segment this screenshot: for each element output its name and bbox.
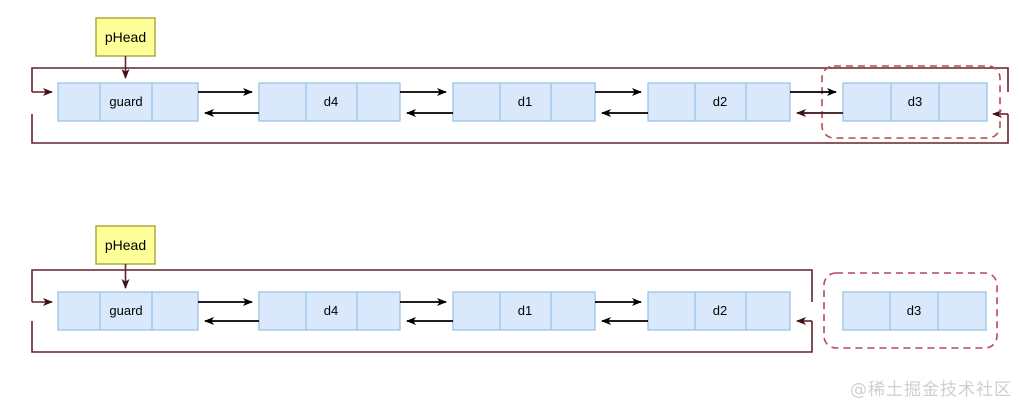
node-d2-before: d2	[647, 82, 791, 122]
watermark-label: @稀土掘金技术社区	[850, 380, 1012, 400]
phead-box-after: pHead	[95, 225, 156, 265]
loop-wires-after	[31, 269, 813, 353]
node-label-d4-before: d4	[324, 94, 338, 109]
links-before	[198, 88, 837, 117]
phead-label-after: pHead	[105, 237, 146, 253]
loop-wires-before	[31, 67, 1009, 144]
loop-wire-head-to-tail-before	[31, 114, 1009, 144]
links-after	[198, 298, 648, 325]
node-guard-after: guard	[57, 291, 199, 331]
node-label-d1-before: d1	[518, 94, 532, 109]
node-d3-detached: d3	[842, 291, 987, 331]
node-label-guard-before: guard	[109, 94, 142, 109]
node-d4-after: d4	[258, 291, 401, 331]
node-label-guard-after: guard	[109, 303, 142, 318]
node-d1-after: d1	[452, 291, 596, 331]
node-d4-before: d4	[258, 82, 401, 122]
node-d3-before: d3	[842, 82, 988, 122]
phead-label-before: pHead	[105, 29, 146, 45]
node-label-d2-after: d2	[713, 303, 727, 318]
node-label-d1-after: d1	[518, 303, 532, 318]
selection-box-d3-before	[821, 65, 1001, 139]
node-label-d4-after: d4	[324, 303, 338, 318]
node-label-d3-before: d3	[908, 94, 922, 109]
phead-box-before: pHead	[95, 17, 156, 57]
node-label-d2-before: d2	[713, 94, 727, 109]
node-d2-after: d2	[647, 291, 791, 331]
node-guard-before: guard	[57, 82, 199, 122]
panel-after: pHead guard d4	[31, 225, 998, 353]
node-label-d3-detached: d3	[907, 303, 921, 318]
loop-wire-head-to-tail-after	[31, 321, 813, 353]
loop-wire-tail-to-head-after	[31, 269, 813, 302]
node-d1-before: d1	[452, 82, 596, 122]
selection-box-d3-after	[823, 272, 998, 349]
loop-wire-tail-to-head-before	[31, 67, 1009, 92]
panel-before: pHead guard d4	[31, 17, 1009, 144]
